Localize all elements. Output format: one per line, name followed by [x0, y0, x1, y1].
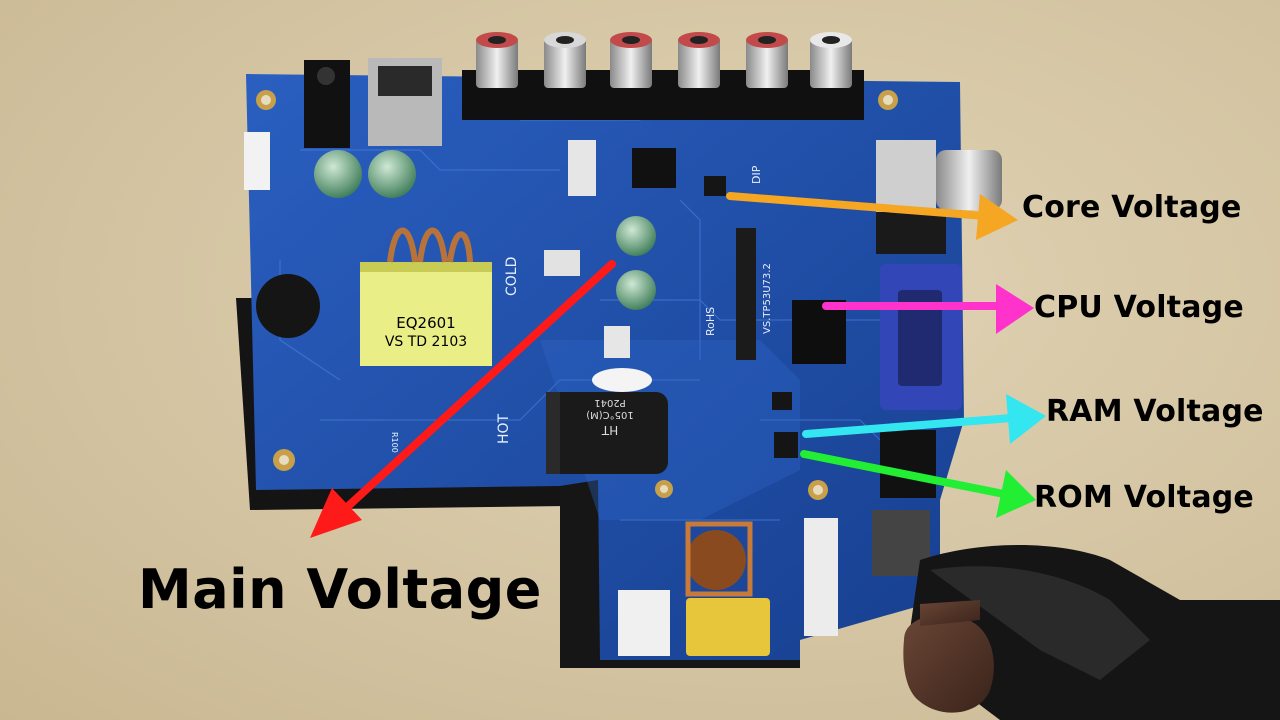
core-voltage-label: Core Voltage	[1022, 190, 1242, 225]
annotation-arrows	[310, 192, 1046, 538]
cold-marking: COLD	[504, 257, 520, 296]
transformer-marking-2: VS TD 2103	[385, 334, 467, 350]
ram-voltage-label: RAM Voltage	[1046, 394, 1264, 429]
cap-marking-1: HT	[601, 423, 618, 437]
transformer-marking-1: EQ2601	[396, 314, 455, 332]
main-voltage-arrowhead	[310, 488, 362, 538]
board-id-marking: VS.TP53U73.2	[762, 263, 773, 334]
hand	[903, 545, 1280, 720]
main-voltage-label: Main Voltage	[138, 558, 542, 621]
rohs-marking: RoHS	[704, 307, 717, 336]
cpu-voltage-arrowhead	[996, 284, 1034, 334]
cap-marking-2: 105°C(M)	[586, 409, 634, 420]
ics-and-headers	[544, 140, 846, 656]
cap-marking-3: P2041	[594, 397, 625, 408]
rca-connectors	[462, 32, 864, 120]
ram-voltage-arrowhead	[1006, 394, 1046, 444]
rom-voltage-arrow	[800, 450, 1008, 498]
rom-voltage-label: ROM Voltage	[1034, 480, 1254, 515]
rom-voltage-arrowhead	[996, 470, 1036, 518]
cpu-voltage-label: CPU Voltage	[1034, 290, 1244, 325]
dip-marking: DIP	[750, 165, 763, 184]
main-voltage-arrow	[340, 260, 616, 514]
main-capacitor: HT 105°C(M) P2041	[546, 368, 668, 474]
ram-voltage-arrow	[802, 414, 1016, 438]
transformer: EQ2601 VS TD 2103	[360, 227, 492, 366]
top-left-ports	[244, 58, 442, 190]
r100-marking: R100	[390, 432, 399, 453]
hot-marking: HOT	[496, 413, 512, 444]
core-voltage-arrowhead	[976, 194, 1018, 240]
core-voltage-arrow	[726, 192, 989, 220]
capacitors	[256, 150, 656, 338]
